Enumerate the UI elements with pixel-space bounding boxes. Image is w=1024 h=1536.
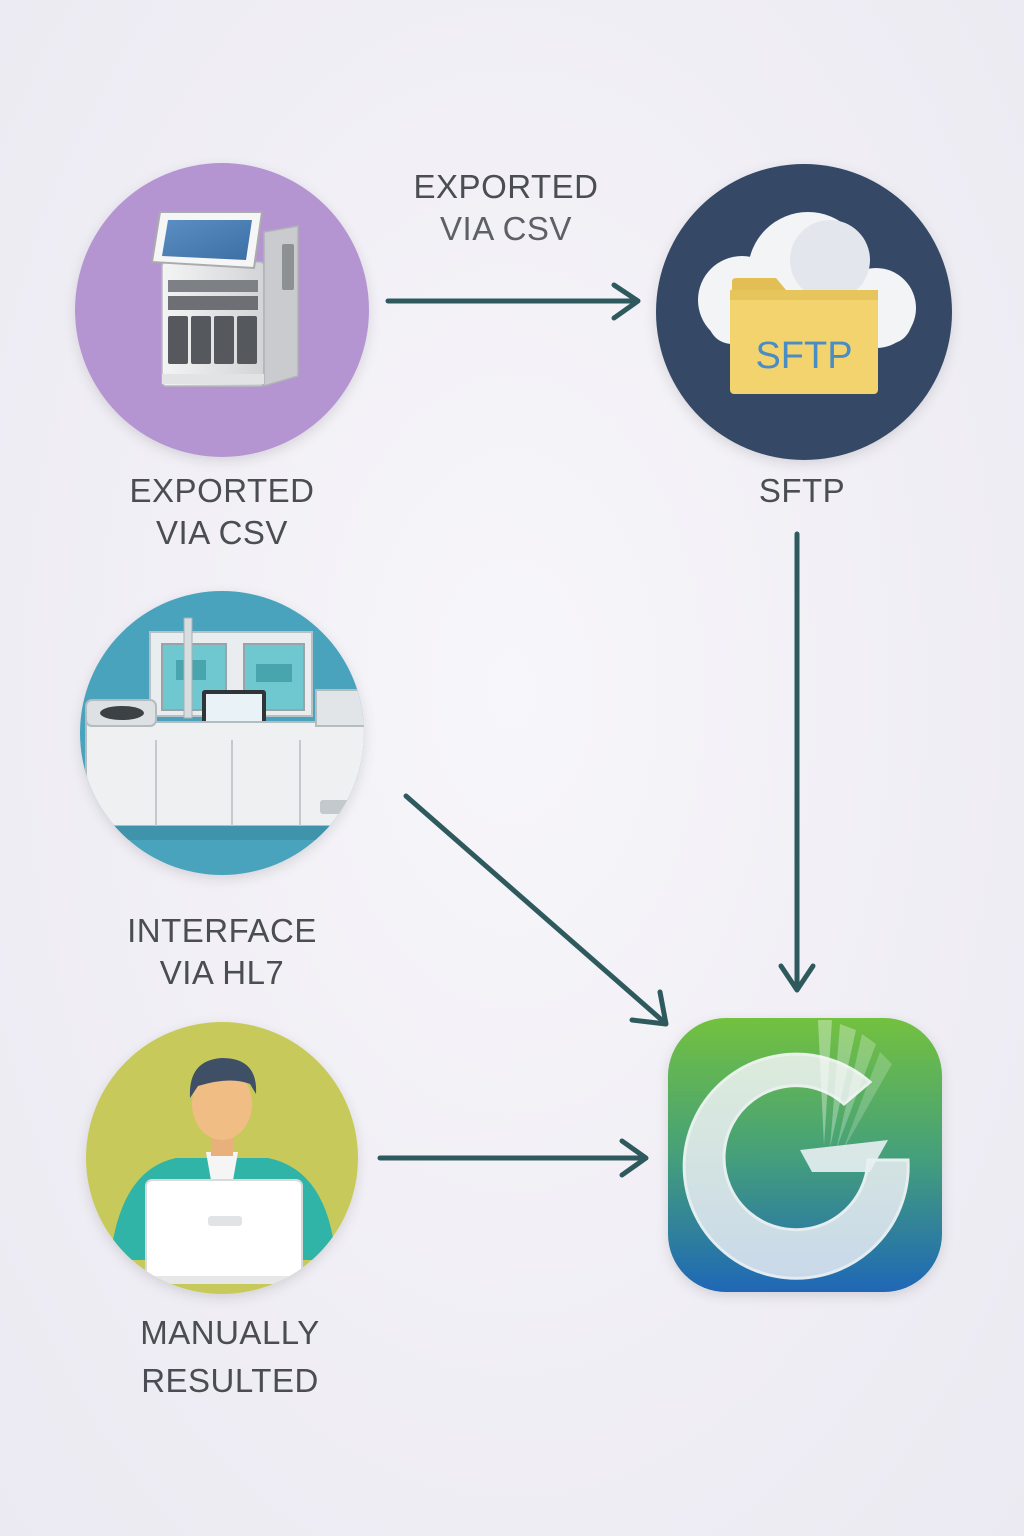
sftp-label: SFTP [700, 470, 904, 512]
hl7-device-label-line2: VIA HL7 [159, 954, 285, 991]
edge-label-line1: EXPORTED [413, 168, 599, 205]
csv-device-label: EXPORTED VIA CSV [82, 470, 362, 554]
edge-csv-to-sftp [385, 282, 641, 321]
hl7-device-label-line1: INTERFACE [127, 912, 317, 949]
edge-label-line2: VIA CSV [440, 210, 572, 247]
sftp-node: SFTP [656, 164, 952, 460]
destination-node [668, 1018, 942, 1292]
csv-device-node [75, 163, 369, 457]
hl7-device-node [80, 591, 364, 875]
sftp-folder-text: SFTP [755, 335, 852, 377]
hl7-device-label: INTERFACE VIA HL7 [82, 910, 362, 994]
lab-analyzer-icon [150, 211, 299, 388]
edge-sftp-to-destination [778, 531, 816, 993]
edge-label-csv-to-sftp: EXPORTED VIA CSV [372, 166, 640, 250]
cloud-folder-icon: SFTP [698, 212, 916, 394]
manual-label-line1: MANUALLY [140, 1314, 320, 1351]
manual-label-line2: RESULTED [141, 1362, 319, 1399]
app-logo-icon [682, 1020, 910, 1280]
manual-node [86, 1022, 358, 1294]
csv-device-label-line2: VIA CSV [156, 514, 288, 551]
manual-label: MANUALLY RESULTED [82, 1309, 378, 1405]
sftp-label-text: SFTP [758, 472, 846, 509]
edge-manual-to-destination [377, 1138, 649, 1178]
person-laptop-icon [110, 1058, 336, 1284]
csv-device-label-line1: EXPORTED [129, 472, 315, 509]
edge-hl7-to-destination [403, 793, 669, 1027]
